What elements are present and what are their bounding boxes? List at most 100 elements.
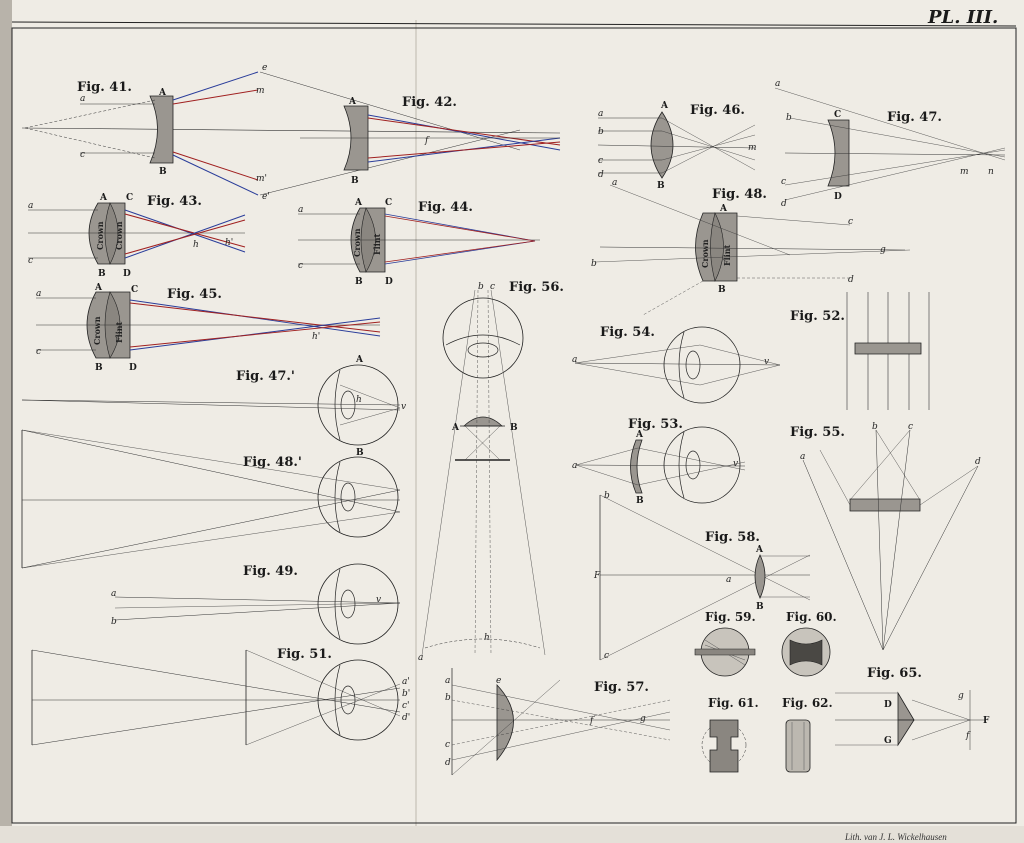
- point-b: b: [786, 113, 792, 123]
- eye-outline: [318, 457, 398, 537]
- point-c: c: [28, 256, 33, 266]
- point-A: A: [348, 97, 357, 107]
- point-B: B: [718, 285, 726, 295]
- figure-label: Fig. 47.': [236, 369, 295, 384]
- point-h-prime: h': [225, 238, 233, 248]
- point-c: c: [781, 177, 786, 187]
- point-A: A: [94, 283, 103, 293]
- figure-label: Fig. 60.: [786, 610, 837, 624]
- convex-lens: [755, 555, 765, 598]
- glass-crown: Crown: [700, 239, 710, 268]
- point-F: F: [983, 716, 990, 726]
- figure-57: Fig. 57. a b c d e f g: [445, 668, 670, 775]
- point-a: a: [726, 575, 731, 585]
- figure-label: Fig. 48.: [712, 187, 767, 202]
- figure-53: Fig. 53. A B a v: [572, 417, 745, 506]
- figure-62: Fig. 62.: [782, 696, 833, 772]
- point-d: d: [598, 170, 604, 180]
- figure-label: Fig. 49.: [243, 564, 298, 579]
- point-a: a: [28, 201, 33, 211]
- figure-43: Fig. 43. Crown Crown A B C D a c h h': [28, 193, 245, 279]
- point-A: A: [660, 101, 669, 111]
- glass-flint: Flint: [722, 244, 732, 266]
- point-D: D: [385, 277, 393, 287]
- border-top: [12, 22, 1016, 26]
- point-a: a: [36, 289, 41, 299]
- point-h-prime: h': [312, 332, 320, 342]
- point-f: f: [965, 731, 971, 741]
- point-a: a: [80, 94, 85, 104]
- point-F: F: [593, 571, 601, 581]
- figure-label: Fig. 45.: [167, 287, 222, 302]
- figure-59: Fig. 59.: [695, 610, 756, 676]
- lithographer-credit: Lith. van J. L. Wickelhausen: [844, 832, 947, 842]
- convex-lens: [651, 112, 673, 178]
- point-a: a: [418, 653, 423, 663]
- point-C: C: [131, 285, 138, 295]
- eye-outline: [443, 298, 523, 378]
- glass-crown: Crown: [352, 228, 362, 257]
- figure-label: Fig. 52.: [790, 309, 845, 324]
- point-v: v: [764, 357, 769, 367]
- figure-51: Fig. 51. a' b' c' d': [32, 647, 410, 745]
- point-D: D: [834, 192, 842, 202]
- plano-convex-lens: [497, 685, 514, 760]
- figure-label: Fig. 54.: [600, 325, 655, 340]
- point-C: C: [126, 193, 133, 203]
- concave-lens: [150, 96, 173, 163]
- figure-48: Fig. 48. Crown Flint A B a b c d g: [591, 178, 910, 315]
- point-c: c: [908, 422, 913, 432]
- figure-44: Fig. 44. Crown Flint A B C D a c: [298, 198, 540, 287]
- point-c-prime: c': [402, 701, 410, 711]
- point-d: d: [781, 199, 787, 209]
- figure-label: Fig. 43.: [147, 194, 202, 209]
- figure-label: Fig. 57.: [594, 680, 649, 695]
- point-b: b: [111, 617, 117, 627]
- point-e: e: [262, 63, 267, 73]
- figure-55: Fig. 55. a b c d: [790, 422, 981, 650]
- point-b: b: [872, 422, 878, 432]
- point-c: c: [36, 347, 41, 357]
- point-d: d: [975, 457, 981, 467]
- point-v: v: [376, 595, 381, 605]
- point-a: a: [775, 79, 780, 89]
- figure-label: Fig. 44.: [418, 200, 473, 215]
- plate-number: PL. III.: [927, 7, 998, 28]
- point-m: m: [748, 143, 757, 153]
- figure-56: Fig. 56. A B b c a h: [418, 280, 564, 663]
- plate-border: [12, 28, 1016, 823]
- point-d-prime: d': [402, 713, 410, 723]
- point-A: A: [451, 423, 460, 433]
- figure-61: Fig. 61.: [702, 696, 759, 772]
- glass-crown: Crown: [92, 316, 102, 345]
- point-B: B: [636, 496, 644, 506]
- figure-48-prime: Fig. 48.': [22, 430, 400, 568]
- point-c: c: [298, 261, 303, 271]
- figure-52: Fig. 52.: [790, 292, 929, 410]
- point-a: a: [298, 205, 303, 215]
- point-B: B: [355, 277, 363, 287]
- point-c: c: [445, 740, 450, 750]
- figure-label: Fig. 48.': [243, 455, 302, 470]
- point-A: A: [99, 193, 108, 203]
- figure-49: Fig. 49. a b v: [111, 564, 400, 644]
- point-D: D: [129, 363, 137, 373]
- point-B: B: [159, 167, 167, 177]
- point-a: a: [800, 452, 805, 462]
- figure-label: Fig. 53.: [628, 417, 683, 432]
- point-b: b: [445, 693, 451, 703]
- figure-label: Fig. 56.: [509, 280, 564, 295]
- figure-41: Fig. 41. a c A B m m' e e': [22, 63, 560, 202]
- point-n: n: [988, 167, 994, 177]
- point-A: A: [355, 355, 364, 365]
- figure-42: Fig. 42. A B f: [300, 95, 560, 186]
- point-b: b: [591, 259, 597, 269]
- point-d: d: [445, 758, 451, 768]
- point-g: g: [640, 714, 646, 724]
- point-B: B: [657, 181, 665, 191]
- point-B: B: [351, 176, 359, 186]
- point-A: A: [755, 545, 764, 555]
- point-B: B: [98, 269, 106, 279]
- point-v: v: [733, 459, 738, 469]
- point-e: e: [496, 676, 501, 686]
